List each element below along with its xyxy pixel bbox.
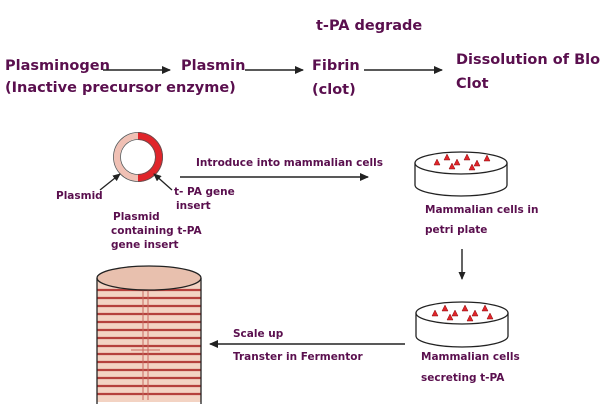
plasmin-label: Plasmin: [181, 58, 246, 74]
petri2-caption-line1: Mammalian cells: [421, 351, 520, 363]
introduce-label: Introduce into mammalian cells: [196, 157, 383, 169]
petri2-caption-line2: secreting t-PA: [421, 372, 505, 384]
blood-clot-label: Clot: [456, 76, 489, 92]
plasmid-icon: [113, 132, 163, 182]
petri1-caption-line2: petri plate: [425, 224, 488, 236]
fibrin-label: Fibrin: [312, 58, 360, 74]
plasminogen-label: Plasminogen: [5, 58, 110, 74]
insert-pointer: [153, 173, 173, 191]
plasmid-pointer: [99, 173, 121, 191]
plasmid-label: Plasmid: [56, 190, 103, 202]
petri-plate-top-icon: [414, 151, 508, 197]
dissolution-label: Dissolution of Blood: [456, 52, 600, 68]
plasmid-caption-line2: containing t-PA: [111, 225, 202, 237]
insert-label-line1: t- PA gene: [174, 186, 235, 198]
scale-up-label: Scale up: [233, 328, 284, 340]
tpa-degrade-label: t-PA degrade: [316, 18, 423, 34]
fermentor-icon: [96, 265, 202, 404]
transfer-label: Transter in Fermentor: [233, 351, 363, 363]
petri1-caption-line1: Mammalian cells in: [425, 204, 539, 216]
petri-plate-bottom-icon: [415, 301, 509, 348]
inactive-precursor-label: (Inactive precursor enzyme): [5, 80, 236, 96]
plasmid-caption-line3: gene insert: [111, 239, 179, 251]
insert-label-line2: insert: [176, 200, 211, 212]
plasmid-caption-line1: Plasmid: [113, 211, 160, 223]
clot-label: (clot): [312, 82, 356, 98]
